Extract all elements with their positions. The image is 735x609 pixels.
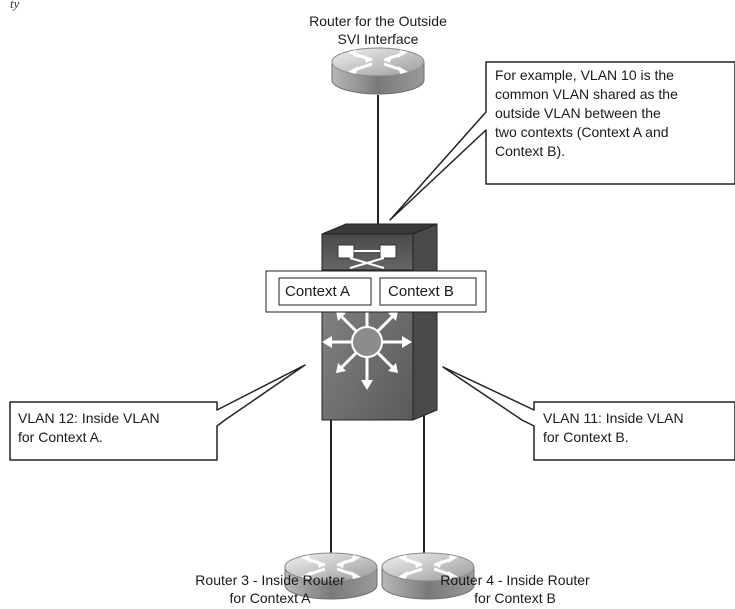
context-a-box: [278, 277, 372, 306]
context-b-box: [379, 277, 477, 306]
router4-label-line1: Router 4 - Inside Router: [440, 572, 590, 588]
callout-outside-text: For example, VLAN 10 is the common VLAN …: [495, 66, 678, 161]
callout-vlan12: [9, 364, 306, 461]
callout-vlan11-text: VLAN 11: Inside VLAN for Context B.: [543, 409, 684, 447]
callout-outside-vlan: [389, 61, 735, 221]
callout-line: VLAN 11: Inside VLAN: [543, 410, 684, 426]
outside-router-label-line2: SVI Interface: [337, 31, 419, 47]
callout-line: Context B).: [495, 143, 566, 159]
switch-icon: [321, 223, 438, 421]
callout-line: common VLAN shared as the: [495, 86, 678, 102]
router3-label-line2: for Context A: [229, 590, 311, 606]
callout-line: For example, VLAN 10 is the: [495, 67, 674, 83]
callout-vlan11: [442, 366, 735, 461]
context-b-label: Context B: [388, 283, 454, 300]
outside-router-label-line1: Router for the Outside: [309, 13, 447, 29]
context-a-label: Context A: [285, 283, 351, 300]
callout-vlan12-text: VLAN 12: Inside VLAN for Context A.: [18, 409, 160, 447]
callout-line: two contexts (Context A and: [495, 124, 669, 140]
callout-line: for Context A.: [18, 429, 103, 445]
router4-label-line2: for Context B: [474, 590, 556, 606]
router4-label: Router 4 - Inside Router for Context B: [395, 571, 635, 607]
router-icon: [330, 46, 426, 96]
callout-line: outside VLAN between the: [495, 105, 661, 121]
router3-label-line1: Router 3 - Inside Router: [195, 572, 345, 588]
callout-line: for Context B.: [543, 429, 629, 445]
router3-label: Router 3 - Inside Router for Context A: [150, 571, 390, 607]
caption-fragment: ty: [10, 0, 20, 11]
outside-router-label: Router for the Outside SVI Interface: [248, 12, 508, 48]
callout-line: VLAN 12: Inside VLAN: [18, 410, 160, 426]
